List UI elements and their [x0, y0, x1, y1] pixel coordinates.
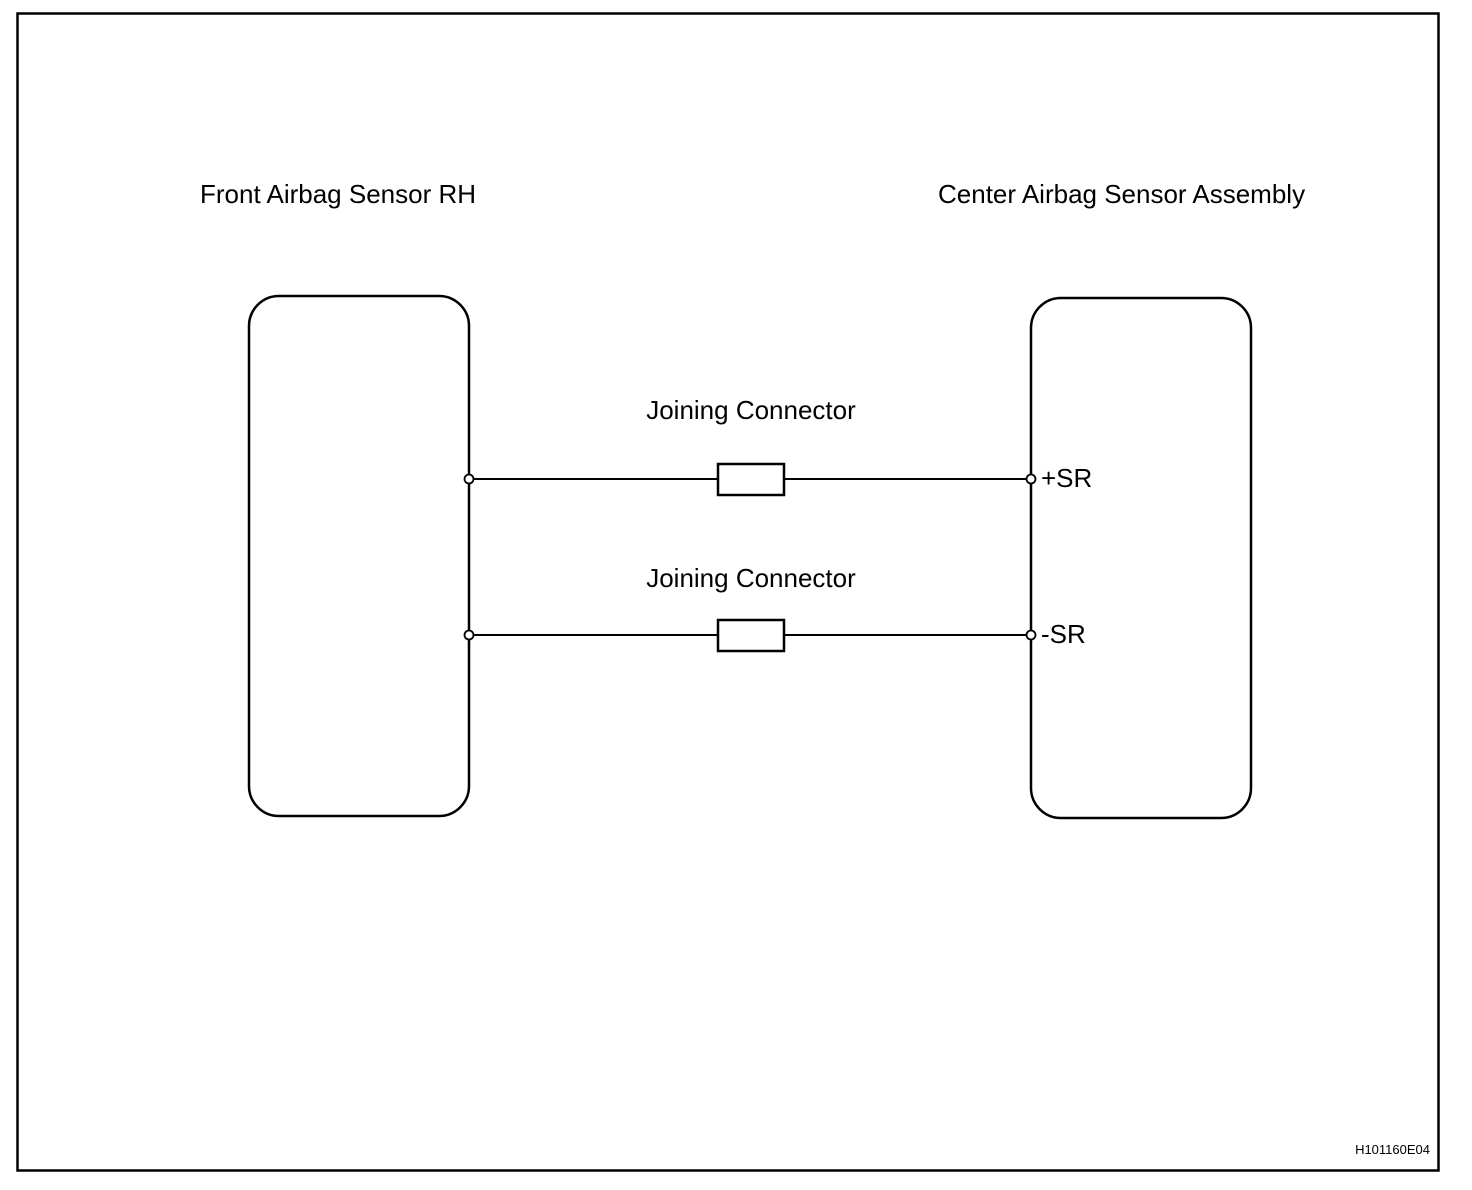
- wire-2-right-terminal: [1025, 629, 1037, 641]
- pin-label-plus-sr: +SR: [1041, 463, 1092, 493]
- wire-2-left-terminal: [463, 629, 475, 641]
- joining-connector-2: [716, 618, 786, 653]
- joining-connector-1: [716, 462, 786, 497]
- front-airbag-sensor-box: [247, 294, 471, 818]
- joining-connector-label-2: Joining Connector: [646, 563, 856, 593]
- center-airbag-sensor-box: [1029, 296, 1253, 820]
- figure-code: H101160E04: [1355, 1142, 1430, 1157]
- wire-1-right-terminal: [1025, 473, 1037, 485]
- wire-1: Joining Connector +SR: [463, 395, 1092, 497]
- left-component-label: Front Airbag Sensor RH: [200, 179, 476, 209]
- right-component-label: Center Airbag Sensor Assembly: [938, 179, 1305, 209]
- pin-label-minus-sr: -SR: [1041, 619, 1086, 649]
- joining-connector-label-1: Joining Connector: [646, 395, 856, 425]
- diagram-frame: [16, 12, 1440, 1172]
- wire-2: Joining Connector -SR: [463, 563, 1086, 653]
- wire-1-left-terminal: [463, 473, 475, 485]
